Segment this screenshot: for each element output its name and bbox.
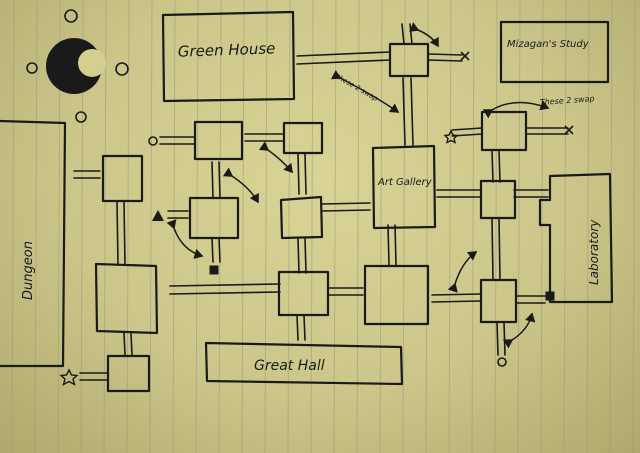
green-house-label: Green House: [178, 39, 276, 60]
swap-note-top: these 2 swap: [335, 73, 380, 103]
laboratory-label: Laboratory: [587, 219, 601, 285]
art-gallery-room: [371, 144, 437, 230]
green-house-room: [161, 10, 296, 103]
swap-arrows: [166, 22, 550, 349]
corridors: [73, 23, 569, 381]
small-circle-door-icon: [148, 136, 507, 367]
mizagans-study-label: Mizagan's Study: [507, 39, 590, 50]
star-icon: [59, 129, 459, 386]
great-hall-label: Great Hall: [254, 358, 325, 374]
dungeon-room: [0, 119, 67, 368]
x-mark-icon: [460, 51, 574, 135]
art-gallery-label: Art Gallery: [377, 177, 433, 188]
trap-square-icon: [209, 265, 555, 301]
swap-note-right: These 2 swap: [540, 94, 595, 107]
dungeon-label: Dungeon: [21, 241, 36, 300]
great-hall-room: [204, 341, 404, 386]
triangle-marker-icon: [152, 210, 164, 221]
mizagans-study-room: [499, 20, 610, 84]
laboratory-room: [538, 172, 614, 304]
crescent-moon-icon: [46, 38, 106, 94]
dot-icons: [26, 9, 129, 123]
